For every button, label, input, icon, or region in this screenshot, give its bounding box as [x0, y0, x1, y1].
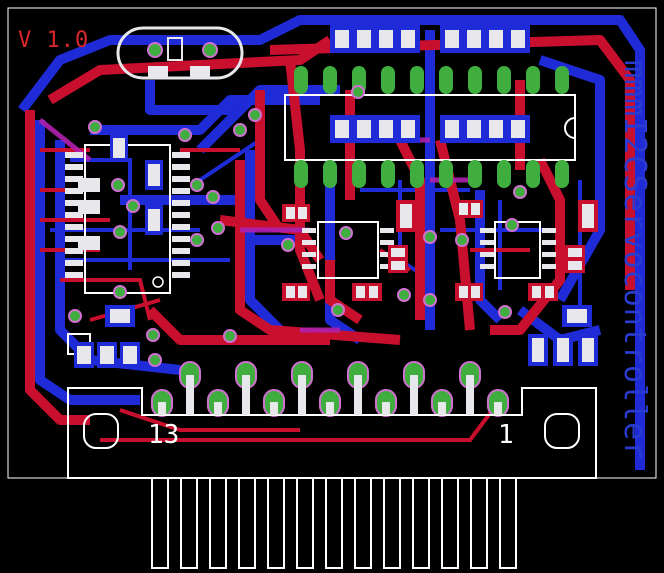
soic-ic-middle — [282, 200, 416, 301]
dip-ic — [284, 94, 576, 161]
smd-resistor-row-middle — [330, 115, 530, 143]
vias — [68, 42, 527, 367]
smd-cluster-right — [528, 305, 598, 366]
smd-cluster-left — [67, 305, 140, 368]
connector-pin-last-label: 1 — [498, 420, 514, 450]
soic-ic-left — [65, 135, 190, 294]
soic-ic-right — [455, 200, 598, 301]
connector-pin-traces — [158, 375, 502, 415]
board-name-label: mmmI2CServocontroller — [617, 60, 652, 461]
connector-pins — [151, 477, 517, 569]
connector-pin-first-label: 13 — [148, 420, 180, 450]
crystal — [116, 26, 244, 80]
mounting-holes — [83, 413, 580, 449]
smd-resistor-row-top — [330, 25, 530, 53]
dip-pads-bottom — [294, 160, 569, 188]
version-label: V 1.0 — [18, 28, 90, 53]
dip-pads-top — [294, 66, 569, 94]
